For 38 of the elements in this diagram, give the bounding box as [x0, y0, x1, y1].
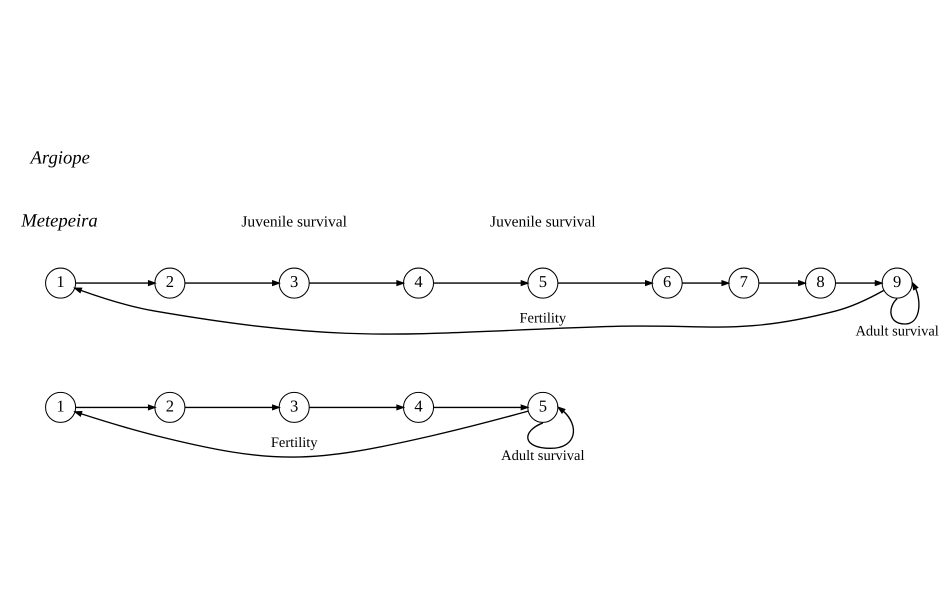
arrow: [890, 280, 920, 324]
node-circle: 1: [45, 391, 76, 422]
arrow: [309, 404, 406, 410]
edge-label: Fertility: [519, 310, 566, 326]
label: Argiope: [30, 146, 90, 168]
arrow: [434, 279, 530, 286]
node-circle: 1: [45, 267, 76, 298]
arrow: [434, 404, 530, 410]
arrow: [309, 279, 406, 286]
node-circle: 4: [402, 391, 434, 422]
arrow: [527, 406, 574, 448]
node-circle: 8: [804, 267, 836, 298]
node-circle: 4: [402, 267, 434, 298]
edge-label: Fertility: [270, 434, 318, 450]
node-circle: 7: [728, 267, 760, 298]
arrow: [682, 279, 730, 286]
node-circle: 6: [652, 267, 683, 298]
node-circle: 2: [154, 391, 186, 422]
node-circle: 5: [527, 267, 558, 298]
node-circle: 5: [527, 391, 558, 422]
arrow: [184, 279, 281, 286]
edge-label: Adult survival: [855, 323, 939, 340]
edge-label: Adult survival: [501, 447, 585, 464]
node-circle: 9: [882, 267, 913, 298]
arrow: [184, 404, 281, 410]
arrow: [558, 279, 654, 286]
arrow: [836, 279, 884, 286]
node-circle: 2: [154, 267, 186, 298]
arrow: [73, 410, 528, 458]
arrow: [758, 279, 808, 286]
arrow: [73, 287, 884, 334]
label: Juvenile survival: [490, 213, 596, 230]
node-circle: 3: [278, 391, 310, 422]
node-circle: 3: [278, 267, 310, 298]
label: Metepeira: [21, 210, 98, 232]
arrow: [76, 279, 157, 286]
label: Juvenile survival: [241, 213, 347, 230]
arrow: [76, 404, 157, 410]
